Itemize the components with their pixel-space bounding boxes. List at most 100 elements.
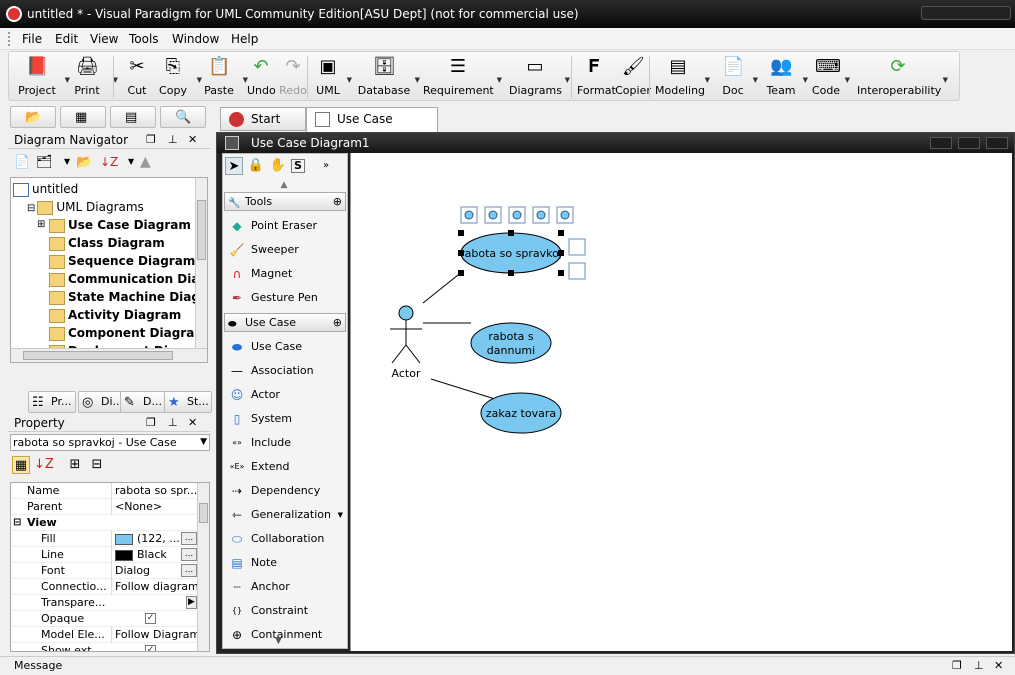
checkbox[interactable]: ✓ [145,613,156,624]
palette-item-association[interactable]: —Association [223,359,345,383]
restore-icon-2[interactable]: ❐ [146,416,156,429]
chevron-down-icon[interactable]: ▼ [337,511,343,519]
property-value[interactable]: Black [111,547,197,563]
collapse-icon[interactable]: ⊟ [13,517,22,528]
property-value[interactable]: <None> [111,499,197,515]
menu-file[interactable]: File [22,32,43,46]
new-diagram-icon[interactable]: 📄 [14,155,31,170]
maximize-button[interactable] [958,137,980,149]
lock-icon[interactable]: 🔒 [247,158,265,173]
palette-item-sweeper[interactable]: 🧹Sweeper [223,238,345,262]
doc-tab-start-page[interactable]: Start Page [220,107,306,148]
menu-view[interactable]: View [90,32,119,46]
property-row[interactable]: Connectio...Follow diagram [11,579,199,595]
scroll-up-icon[interactable]: ▲ [280,180,288,190]
selection-handle[interactable] [508,270,514,276]
palette-item-anchor[interactable]: ┈Anchor [223,575,345,599]
scroll-down-icon[interactable]: ▼ [275,636,282,646]
property-value[interactable]: (122, ... [111,531,197,547]
palette-item-magnet[interactable]: ∩Magnet [223,262,345,286]
palette-group-use-case[interactable]: ⬬Use Case⊕ [224,313,346,332]
edit-button[interactable]: ... [181,532,197,545]
chevron-down-icon[interactable]: ▼ [564,76,570,84]
palette-item-extend[interactable]: «E»Extend [223,455,345,479]
actor-left-leg[interactable] [391,344,407,364]
selection-handle[interactable] [458,250,464,256]
tab-documentation[interactable]: ✎D... [120,391,168,413]
tree-horizontal-scrollbar[interactable] [11,348,207,362]
tree-node[interactable]: Activity Diagram [49,306,181,324]
uml-button[interactable]: ▣UML▼ [313,54,352,100]
chevron-down-icon[interactable]: ▼ [242,76,248,84]
chevron-down-icon[interactable]: ▼ [64,157,71,166]
pin-icon[interactable]: ⊕ [332,195,342,208]
collapse-icon[interactable]: ⊟ [27,203,36,214]
edit-button[interactable]: ... [181,564,197,577]
sort-icon[interactable]: ↓Z [100,155,119,169]
property-value[interactable]: Dialog [111,563,197,579]
palette-item-constraint[interactable]: {}Constraint [223,599,345,623]
palette-item-collaboration[interactable]: ⬭Collaboration [223,527,345,551]
use-case-ellipse[interactable] [470,322,552,364]
select-arrow-icon[interactable]: ➤ [225,157,243,175]
window-controls[interactable] [921,6,1011,20]
tab-search[interactable]: 🔍 [160,106,206,128]
tab-diagram-navigator-icon[interactable]: 📂 [10,106,56,128]
use-case-ellipse[interactable] [480,392,562,434]
palette-item-use-case[interactable]: ⬬Use Case [223,335,345,359]
model-element-icon[interactable] [568,238,586,256]
copier-button[interactable]: 🖌Copier [615,54,651,100]
tab-stereotypes[interactable]: ★St... [164,391,212,413]
property-value[interactable]: rabota so spr... [111,483,197,499]
expand-icon[interactable]: ⊞ [37,219,46,230]
association-line[interactable] [422,270,464,304]
paste-button[interactable]: 📋Paste▼ [199,54,248,100]
pin-icon-3[interactable]: ⊥ [974,659,984,672]
property-row[interactable]: Model Ele...Follow Diagram [11,627,199,643]
chevron-down-icon[interactable]: ▼ [704,76,710,84]
project-button[interactable]: 📕Project▼ [13,54,70,100]
chevron-down-icon[interactable]: ▼ [346,76,352,84]
tab-class-repository[interactable]: ▤ [110,106,156,128]
selection-handle[interactable] [558,230,564,236]
close-icon[interactable]: ✕ [188,133,198,146]
association-line[interactable] [430,378,496,400]
chevron-down-icon[interactable]: ▼ [496,76,502,84]
actor-head[interactable] [398,305,414,321]
tree-node[interactable]: Class Diagram [49,234,165,252]
tree-node[interactable]: Communication Diagra [49,270,207,288]
collapse-all-icon[interactable]: ⊟ [91,457,103,472]
property-vertical-scrollbar[interactable] [197,483,209,651]
pin-icon-2[interactable]: ⊥ [168,416,178,429]
palette-item-include[interactable]: «»Include [223,431,345,455]
palette-chevron-icon[interactable]: » [322,160,330,171]
cut-button[interactable]: ✂Cut [125,54,149,100]
palette-item-gesture-pen[interactable]: ✒Gesture Pen [223,286,345,310]
tab-diagram-overview[interactable]: ◎Di... [78,391,126,413]
close-icon-2[interactable]: ✕ [188,416,198,429]
pin-icon[interactable]: ⊕ [332,316,342,329]
tree-node[interactable]: ⊟UML Diagrams [27,198,144,216]
code-button[interactable]: ⌨Code▼ [811,54,850,100]
palette-item-system[interactable]: ▯System [223,407,345,431]
copy-button[interactable]: ⎘Copy▼ [153,54,202,100]
undo-button[interactable]: ↶Undo [247,54,276,100]
restore-icon-3[interactable]: ❐ [952,659,962,672]
chevron-down-icon[interactable]: ▼ [196,76,202,84]
property-element-select[interactable]: rabota so spravkoj - Use Case ▼ [10,434,210,451]
palette-group-tools[interactable]: 🔧Tools⊕ [224,192,346,211]
chevron-down-icon[interactable]: ▼ [752,76,758,84]
tree-node[interactable]: untitled [13,180,78,198]
palette-item-containment[interactable]: ⊕Containment [223,623,345,647]
property-row[interactable]: Transpare...0▶ [11,595,199,611]
requirement-button[interactable]: ☰Requirement▼ [423,54,502,100]
selection-handle[interactable] [458,270,464,276]
tree-node[interactable]: Component Diagram [49,324,207,342]
tab-model-explorer[interactable]: ▦ [60,106,106,128]
property-row[interactable]: Opaque✓ [11,611,199,627]
close-button[interactable] [986,137,1008,149]
chevron-down-icon[interactable]: ▼ [414,76,420,84]
